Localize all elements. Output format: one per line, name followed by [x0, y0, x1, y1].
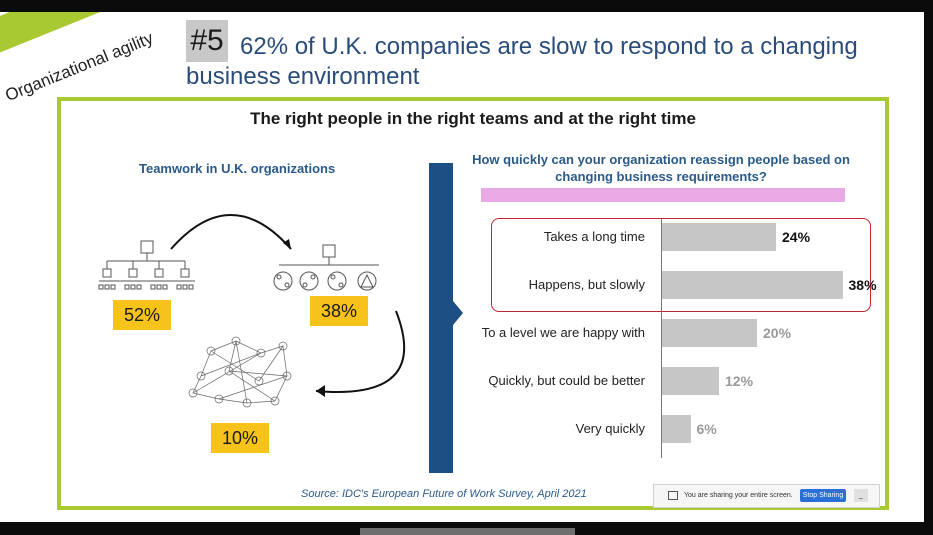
badge-hierarchy-percent: 52%: [113, 300, 171, 330]
panel-title: The right people in the right teams and …: [250, 109, 696, 128]
screen-share-message: You are sharing your entire screen.: [684, 492, 793, 499]
chart-value-label: 12%: [725, 373, 754, 389]
chart-category-label: Takes a long time: [543, 229, 645, 244]
teamwork-illustration: [98, 214, 406, 408]
curved-arrow-icon: [170, 214, 292, 250]
chart-bar: [662, 223, 776, 251]
slide-headline-continued: business environment: [186, 63, 420, 90]
badge-network-percent: 10%: [211, 423, 269, 453]
team-clusters-icon: [273, 244, 379, 291]
chart-value-label: 20%: [763, 325, 792, 341]
chart-bar: [662, 415, 691, 443]
chart-category-label: Very quickly: [575, 421, 645, 436]
chart-axis: [661, 218, 662, 458]
source-note: Source: IDC's European Future of Work Su…: [301, 488, 587, 500]
chart-category-label: Quickly, but could be better: [488, 373, 645, 388]
slide-number-badge: #5: [186, 20, 228, 62]
presentation-slide: Organizational agility #5 62% of U.K. co…: [0, 12, 924, 522]
taskbar-strip: [360, 528, 575, 535]
chart-value-label: 38%: [848, 277, 877, 293]
section-divider: [429, 163, 453, 473]
stop-sharing-button[interactable]: Stop Sharing: [800, 489, 846, 502]
chart-bar: [662, 271, 843, 299]
minimize-share-bar-button[interactable]: _: [854, 489, 868, 502]
chart-value-label: 6%: [696, 421, 717, 437]
screen-share-bar: You are sharing your entire screen. Stop…: [653, 484, 880, 508]
divider-arrow-icon: [453, 301, 463, 325]
hierarchy-org-chart-icon: [98, 240, 195, 290]
chart-value-label: 24%: [782, 229, 811, 245]
screen-share-icon: [668, 491, 678, 500]
chart-bar: [662, 319, 757, 347]
slow-responses-highlight: [491, 218, 871, 312]
network-mesh-icon: [188, 336, 292, 408]
chart-category-label: Happens, but slowly: [528, 277, 645, 292]
chart-category-label: To a level we are happy with: [481, 325, 645, 340]
badge-teams-percent: 38%: [310, 296, 368, 326]
content-panel: The right people in the right teams and …: [57, 97, 889, 510]
teamwork-subtitle: Teamwork in U.K. organizations: [139, 161, 336, 176]
chart-question: How quickly can your organization reassi…: [472, 152, 850, 184]
question-band: [481, 188, 845, 202]
curved-arrow-down-icon: [315, 310, 406, 393]
chart-bar: [662, 367, 719, 395]
slide-headline: 62% of U.K. companies are slow to respon…: [240, 33, 858, 60]
